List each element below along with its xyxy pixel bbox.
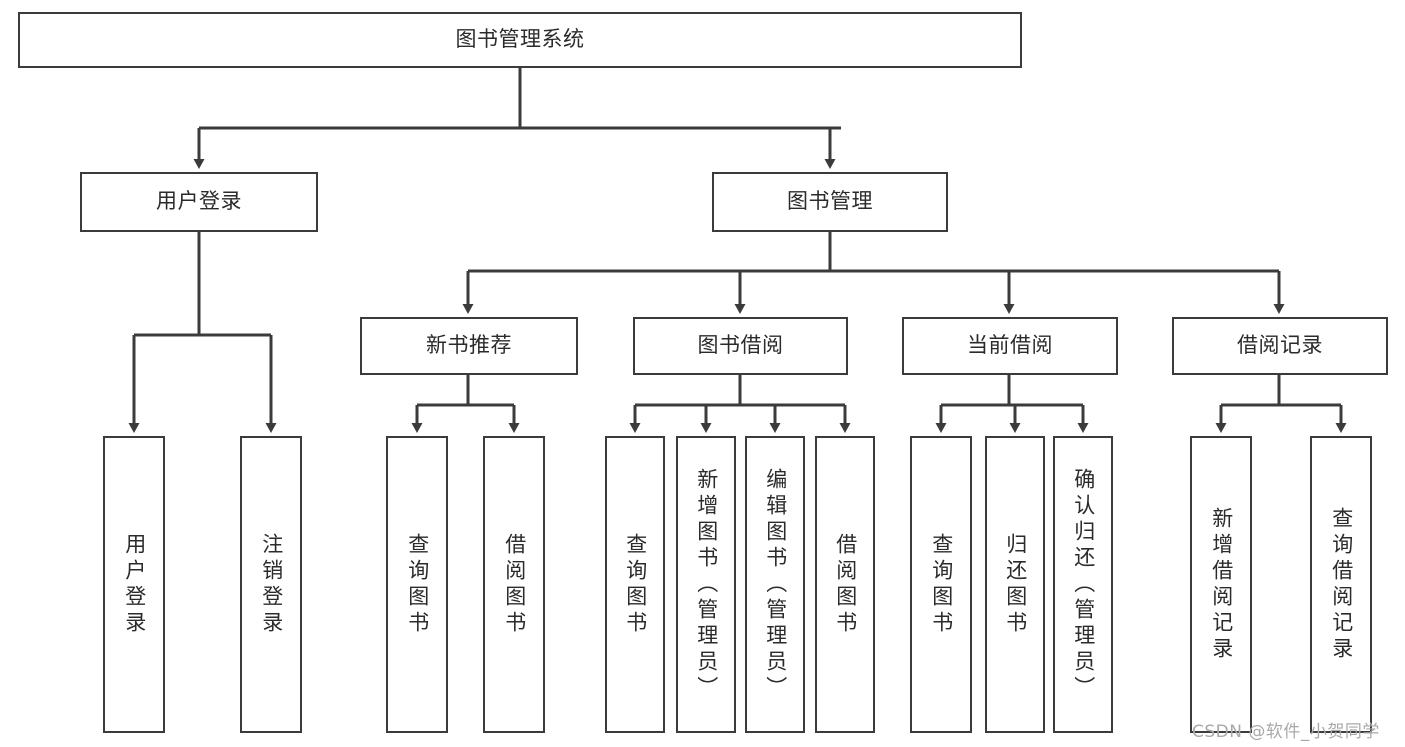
node-new-book-recommend[interactable]: 新书推荐 bbox=[360, 317, 578, 375]
leaf-query-borrow-record[interactable]: 查询借阅记录 bbox=[1310, 436, 1372, 733]
node-borrow-record[interactable]: 借阅记录 bbox=[1172, 317, 1388, 375]
leaf-query-book-current[interactable]: 查询图书 bbox=[910, 436, 972, 733]
node-book-management-label: 图书管理 bbox=[787, 189, 873, 214]
leaf-query-book-current-label: 查询图书 bbox=[929, 532, 954, 637]
node-current-borrow[interactable]: 当前借阅 bbox=[902, 317, 1118, 375]
node-root[interactable]: 图书管理系统 bbox=[18, 12, 1022, 68]
leaf-add-book-admin-label: 新增图书（管理员） bbox=[694, 467, 719, 702]
leaf-query-borrow-record-label: 查询借阅记录 bbox=[1329, 506, 1354, 663]
node-book-borrow[interactable]: 图书借阅 bbox=[633, 317, 848, 375]
leaf-query-book-recommend[interactable]: 查询图书 bbox=[386, 436, 448, 733]
node-current-borrow-label: 当前借阅 bbox=[967, 333, 1053, 358]
leaf-confirm-return-admin-label: 确认归还（管理员） bbox=[1071, 467, 1096, 702]
node-book-borrow-label: 图书借阅 bbox=[697, 333, 784, 358]
node-root-label: 图书管理系统 bbox=[455, 27, 585, 52]
leaf-edit-book-admin[interactable]: 编辑图书（管理员） bbox=[745, 436, 805, 733]
leaf-add-borrow-record[interactable]: 新增借阅记录 bbox=[1190, 436, 1252, 733]
leaf-confirm-return-admin[interactable]: 确认归还（管理员） bbox=[1053, 436, 1113, 733]
leaf-add-book-admin[interactable]: 新增图书（管理员） bbox=[676, 436, 736, 733]
node-user-login[interactable]: 用户登录 bbox=[80, 172, 318, 232]
leaf-query-book-borrow[interactable]: 查询图书 bbox=[605, 436, 665, 733]
node-new-book-recommend-label: 新书推荐 bbox=[426, 333, 512, 358]
leaf-user-logout-label: 注销登录 bbox=[259, 532, 284, 637]
leaf-borrow-book-recommend-label: 借阅图书 bbox=[502, 532, 527, 637]
leaf-edit-book-admin-label: 编辑图书（管理员） bbox=[763, 467, 788, 702]
csdn-watermark: CSDN @软件_小贺同学 bbox=[1192, 722, 1380, 742]
leaf-query-book-borrow-label: 查询图书 bbox=[623, 532, 648, 637]
leaf-borrow-book-recommend[interactable]: 借阅图书 bbox=[483, 436, 545, 733]
leaf-borrow-book[interactable]: 借阅图书 bbox=[815, 436, 875, 733]
leaf-user-login-label: 用户登录 bbox=[122, 532, 147, 637]
node-book-management[interactable]: 图书管理 bbox=[712, 172, 948, 232]
leaf-query-book-recommend-label: 查询图书 bbox=[405, 532, 430, 637]
leaf-user-login[interactable]: 用户登录 bbox=[103, 436, 165, 733]
leaf-user-logout[interactable]: 注销登录 bbox=[240, 436, 302, 733]
leaf-return-book[interactable]: 归还图书 bbox=[985, 436, 1045, 733]
leaf-borrow-book-label: 借阅图书 bbox=[833, 532, 858, 637]
leaf-add-borrow-record-label: 新增借阅记录 bbox=[1209, 506, 1234, 663]
node-user-login-label: 用户登录 bbox=[156, 189, 242, 214]
leaf-return-book-label: 归还图书 bbox=[1003, 532, 1028, 637]
node-borrow-record-label: 借阅记录 bbox=[1237, 333, 1323, 358]
